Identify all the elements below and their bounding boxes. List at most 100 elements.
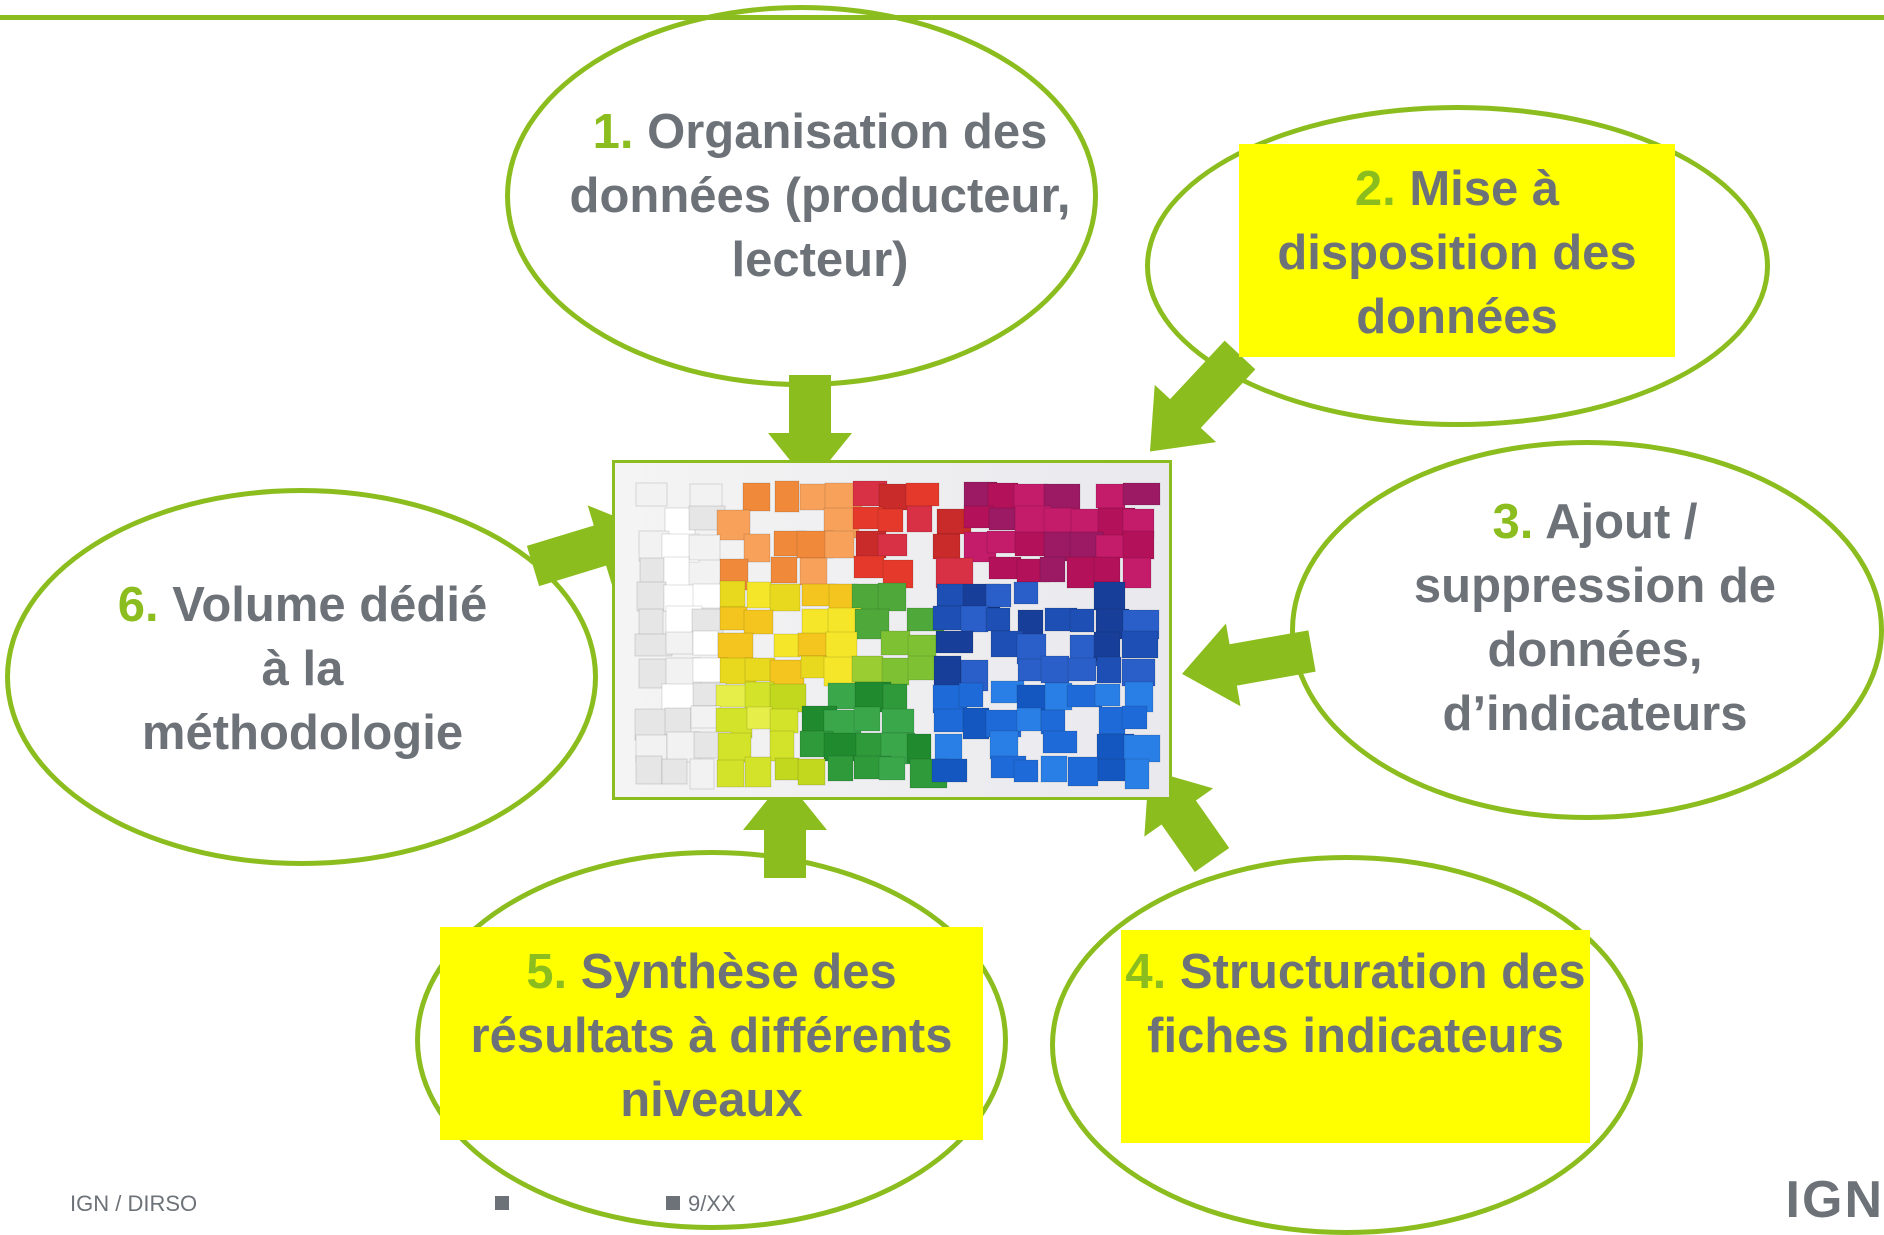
footer-page-number: 9/XX — [688, 1191, 736, 1216]
cube — [1121, 658, 1156, 687]
cube — [853, 706, 881, 732]
item-3-label: 3. Ajout / suppression de données, d’ind… — [1380, 490, 1810, 746]
cube — [1013, 759, 1039, 783]
arrow-3 — [1182, 623, 1316, 707]
cube — [1121, 630, 1159, 659]
cube — [715, 684, 747, 708]
cube — [906, 733, 932, 764]
cube — [962, 707, 990, 740]
cube — [960, 605, 989, 633]
cube — [935, 630, 974, 654]
cube — [931, 758, 968, 783]
cube — [1042, 730, 1078, 754]
cube — [877, 508, 904, 533]
cube — [989, 730, 1019, 760]
cube — [877, 582, 907, 612]
ign-logo: IGN — [1786, 1170, 1884, 1230]
item-4-number: 4. — [1125, 945, 1167, 999]
cube — [1124, 758, 1150, 790]
item-1-label: 1. Organisation des données (producteur,… — [560, 100, 1080, 292]
cube — [827, 755, 854, 782]
cube — [773, 633, 801, 658]
cube — [661, 758, 688, 785]
cube — [1067, 657, 1097, 682]
item-2-text: Mise à disposition des données — [1277, 162, 1637, 344]
cube — [1013, 581, 1039, 605]
cube — [986, 530, 1017, 554]
cube — [1095, 483, 1126, 509]
ellipse-6 — [5, 488, 598, 866]
footer-bullet-2 — [666, 1196, 680, 1210]
top-rule — [0, 15, 1884, 20]
cube — [1095, 534, 1128, 559]
cube — [719, 580, 746, 608]
cube — [692, 630, 719, 656]
cube — [936, 583, 965, 607]
cube — [985, 583, 1012, 608]
cube — [1122, 482, 1161, 506]
ellipse-1 — [505, 5, 1098, 387]
cube — [664, 707, 692, 736]
cube — [742, 482, 771, 512]
cube — [636, 581, 667, 612]
cube — [1016, 707, 1042, 732]
cube — [719, 606, 748, 631]
cube — [933, 655, 962, 688]
cube — [746, 706, 773, 730]
cube — [770, 556, 798, 584]
cube — [689, 758, 715, 790]
cube — [769, 708, 799, 734]
cube — [851, 655, 884, 683]
cube — [1093, 581, 1126, 611]
cube — [665, 631, 694, 655]
highlight-5 — [440, 927, 983, 1140]
cube — [1094, 683, 1121, 707]
cube — [1121, 705, 1148, 730]
cube — [1123, 734, 1161, 763]
ellipse-2 — [1145, 105, 1770, 427]
cube — [688, 534, 721, 561]
cube — [880, 630, 911, 656]
cube — [988, 556, 1022, 580]
cube — [743, 609, 774, 635]
cube — [744, 681, 775, 712]
cube — [881, 657, 910, 686]
cube — [744, 756, 772, 788]
cube — [906, 505, 933, 533]
item-4-text: Structuration des fiches indicateurs — [1147, 945, 1586, 1063]
item-2-label: 2. Mise à disposition des données — [1239, 157, 1675, 349]
cube — [958, 682, 984, 708]
item-6-label: 6. Volume dédié à la méthodologie — [110, 573, 495, 765]
ign-logo-text: IGN — [1785, 1171, 1884, 1229]
cube — [1069, 608, 1095, 633]
item-2-number: 2. — [1354, 162, 1396, 216]
cube — [1040, 755, 1068, 783]
cube — [769, 683, 807, 713]
cube — [797, 632, 831, 657]
cube — [769, 730, 795, 762]
item-5-text: Synthèse des résultats à différents nive… — [470, 945, 953, 1127]
cube — [635, 755, 663, 785]
ellipse-3 — [1290, 440, 1884, 820]
item-3-text: Ajout / suppression de données, d’indica… — [1413, 495, 1777, 741]
cube — [905, 482, 940, 507]
cube — [1098, 706, 1126, 735]
cube — [1097, 758, 1127, 782]
cube — [774, 757, 800, 781]
highlight-4 — [1121, 930, 1590, 1143]
cube — [638, 658, 672, 689]
item-5-number: 5. — [526, 945, 568, 999]
cube — [932, 533, 961, 560]
cube — [985, 607, 1011, 632]
cube — [907, 655, 938, 681]
cubes-graphic — [615, 463, 1169, 797]
cube — [743, 533, 771, 563]
colorful-shelves-image — [612, 460, 1172, 800]
cube — [1070, 508, 1101, 536]
highlight-2 — [1239, 144, 1675, 357]
cube — [1093, 631, 1121, 662]
cube — [774, 480, 800, 513]
cube — [1067, 756, 1099, 787]
cube — [881, 708, 915, 734]
cube — [638, 608, 664, 637]
